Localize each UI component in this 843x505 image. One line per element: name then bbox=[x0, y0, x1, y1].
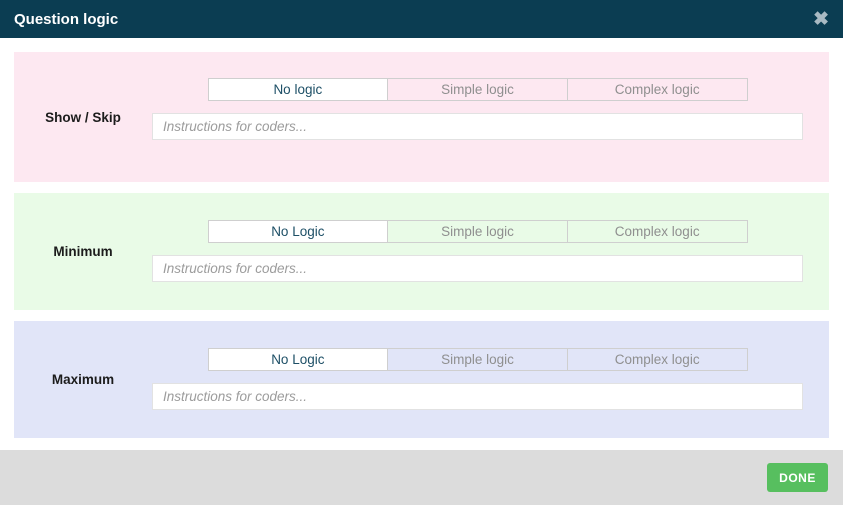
section-maximum: Maximum No Logic Simple logic Complex lo… bbox=[14, 321, 829, 438]
maximum-instructions-input[interactable] bbox=[152, 383, 803, 410]
done-button[interactable]: DONE bbox=[767, 463, 828, 492]
show-skip-instructions-input[interactable] bbox=[152, 113, 803, 140]
minimum-logic-toggle-group: No Logic Simple logic Complex logic bbox=[207, 220, 748, 243]
modal-body: Show / Skip No logic Simple logic Comple… bbox=[0, 38, 843, 449]
modal-footer: DONE bbox=[0, 450, 843, 505]
section-label-maximum: Maximum bbox=[51, 372, 115, 387]
minimum-instructions-input[interactable] bbox=[152, 255, 803, 282]
close-icon[interactable]: ✖ bbox=[813, 8, 829, 30]
modal-header: Question logic ✖ bbox=[0, 0, 843, 38]
maximum-no-logic-button[interactable]: No Logic bbox=[207, 348, 389, 371]
show-skip-logic-toggle-group: No logic Simple logic Complex logic bbox=[207, 78, 748, 101]
show-skip-no-logic-button[interactable]: No logic bbox=[207, 78, 389, 101]
section-content: No logic Simple logic Complex logic bbox=[152, 52, 829, 182]
modal-title: Question logic bbox=[14, 10, 119, 28]
section-content: No Logic Simple logic Complex logic bbox=[152, 321, 829, 438]
maximum-simple-logic-button[interactable]: Simple logic bbox=[387, 348, 568, 371]
section-minimum: Minimum No Logic Simple logic Complex lo… bbox=[14, 193, 829, 310]
minimum-no-logic-button[interactable]: No Logic bbox=[207, 220, 389, 243]
show-skip-complex-logic-button[interactable]: Complex logic bbox=[566, 78, 748, 101]
section-show-skip: Show / Skip No logic Simple logic Comple… bbox=[14, 52, 829, 182]
minimum-complex-logic-button[interactable]: Complex logic bbox=[566, 220, 748, 243]
show-skip-simple-logic-button[interactable]: Simple logic bbox=[387, 78, 568, 101]
section-label-show-skip: Show / Skip bbox=[45, 109, 121, 125]
maximum-logic-toggle-group: No Logic Simple logic Complex logic bbox=[207, 348, 748, 371]
minimum-simple-logic-button[interactable]: Simple logic bbox=[387, 220, 568, 243]
section-content: No Logic Simple logic Complex logic bbox=[152, 193, 829, 310]
section-label-minimum: Minimum bbox=[53, 244, 113, 259]
maximum-complex-logic-button[interactable]: Complex logic bbox=[566, 348, 748, 371]
